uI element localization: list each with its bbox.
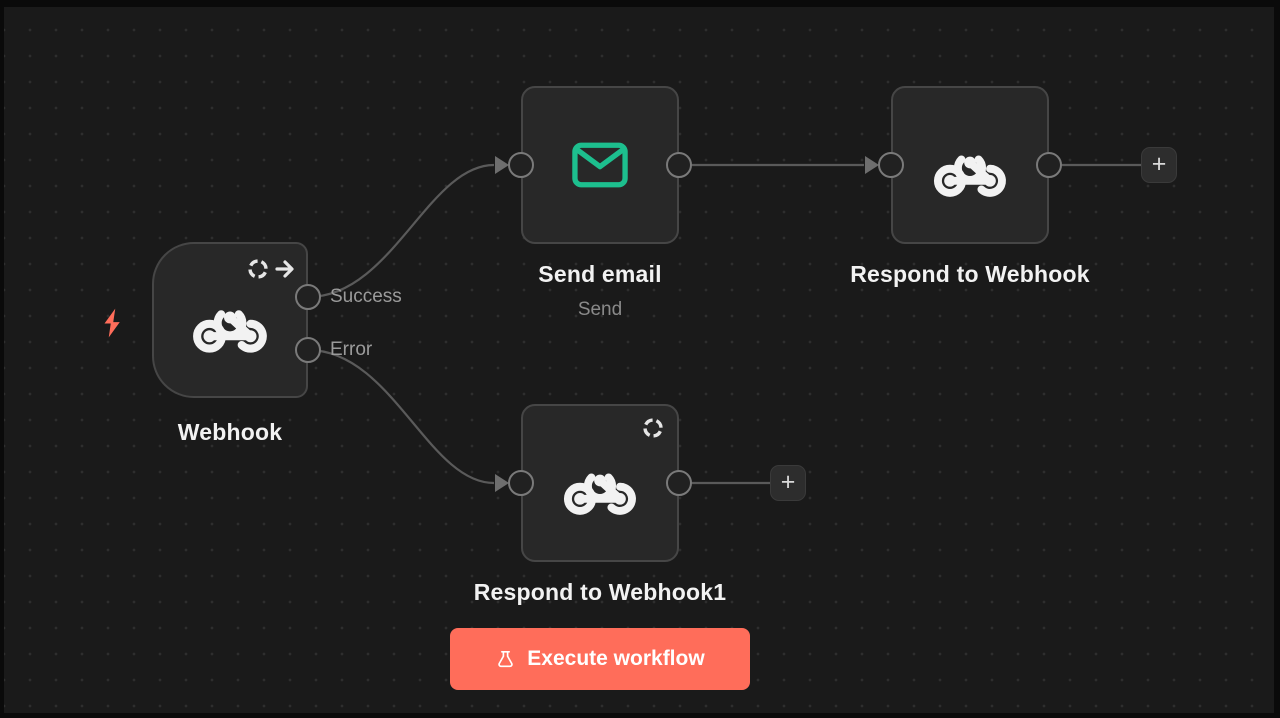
- webhook-icon: [193, 310, 267, 353]
- output-label-success: Success: [330, 286, 402, 307]
- node-title-send-email: Send email: [538, 261, 662, 287]
- output-label-error: Error: [330, 339, 373, 360]
- execute-workflow-label: Execute workflow: [527, 647, 705, 670]
- node-title-respond-to-webhook1: Respond to Webhook1: [473, 579, 727, 605]
- dashed-circle-icon: [248, 259, 268, 279]
- node-respond-to-webhook[interactable]: [891, 86, 1049, 244]
- flask-icon: [498, 650, 514, 667]
- node-send-email[interactable]: [521, 86, 679, 244]
- add-node-button[interactable]: +: [770, 465, 806, 501]
- node-respond-to-webhook1[interactable]: [521, 404, 679, 562]
- node-webhook[interactable]: [152, 242, 308, 398]
- node-title-respond-to-webhook: Respond to Webhook: [850, 261, 1090, 287]
- envelope-icon: [572, 142, 628, 188]
- webhook-icon: [933, 155, 1006, 197]
- dashed-circle-icon: [643, 418, 663, 438]
- arrow-right-icon: [275, 260, 294, 278]
- webhook-icon: [563, 473, 636, 515]
- add-node-button[interactable]: +: [1141, 147, 1177, 183]
- node-title-webhook: Webhook: [177, 419, 283, 445]
- node-subtitle-send-email: Send: [577, 299, 623, 320]
- execute-workflow-button[interactable]: Execute workflow: [450, 628, 750, 690]
- lightning-bolt-icon: [97, 306, 127, 345]
